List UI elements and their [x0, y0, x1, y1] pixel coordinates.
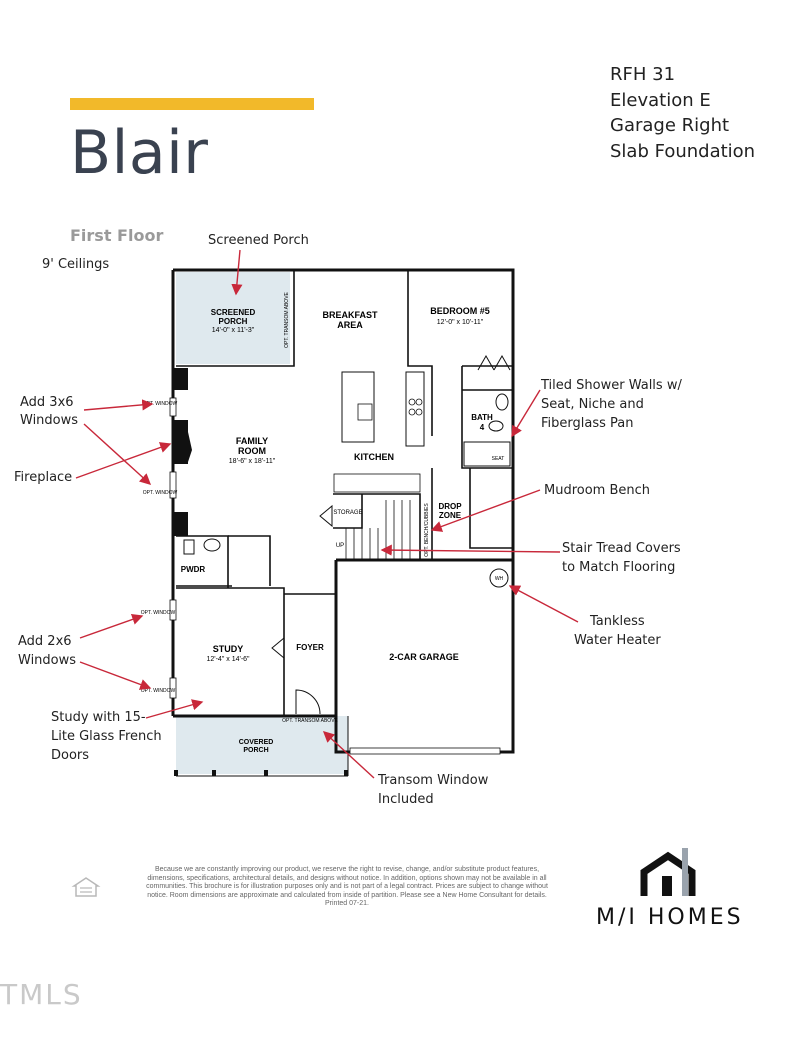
interior-walls: [176, 270, 513, 717]
callout-mudroom: Mudroom Bench: [544, 483, 651, 498]
study-french-doors: [271, 637, 285, 659]
brand-name: M/I HOMES: [596, 905, 744, 930]
cooktop-burner-2: [415, 398, 423, 406]
room-label-garage: 2-CAR GARAGE: [389, 652, 459, 662]
callout-shower-line3: Fiberglass Pan: [541, 416, 634, 431]
cooktop-burner-4: [415, 408, 423, 416]
room-label-drop-zone-2: ZONE: [439, 511, 462, 520]
room-label-breakfast-1: BREAKFAST: [322, 310, 378, 320]
bedroom-closet-doors: [477, 354, 511, 371]
garage-door: [349, 747, 501, 755]
callout-study-line2: Lite Glass French: [51, 729, 162, 744]
mls-watermark: TMLS: [0, 978, 83, 1011]
cooktop-burner-3: [408, 408, 416, 416]
pwdr-sink: [183, 539, 195, 555]
opt-window-4: [169, 677, 177, 699]
spec-line-3: Garage Right: [610, 115, 730, 136]
callout-stair-line1: Stair Tread Covers: [562, 541, 681, 556]
room-label-screened-porch-1: SCREENED: [211, 308, 256, 317]
room-label-kitchen: KITCHEN: [354, 452, 394, 462]
cooktop-burner-1: [408, 398, 416, 406]
opt-transom-label-front: OPT. TRANSOM ABOVE: [282, 718, 338, 724]
bath4-toilet: [488, 420, 504, 432]
spec-line-4: Slab Foundation: [610, 141, 756, 162]
stair-up-label: UP: [336, 543, 344, 549]
stair-treads: [345, 500, 411, 560]
opt-window-2: [169, 471, 177, 499]
fireplace-icon: [188, 432, 192, 462]
wall-pier-bottom: [174, 512, 188, 536]
opt-window-label-4: OPT. WINDOW: [141, 688, 176, 694]
callout-add-3x6-line2: Windows: [20, 413, 79, 428]
opt-window-1: [169, 397, 177, 417]
callout-add-3x6-line1: Add 3x6: [20, 395, 74, 410]
spec-line-2: Elevation E: [610, 90, 711, 111]
kitchen-counter: [405, 371, 425, 447]
room-label-family-1: FAMILY: [236, 436, 268, 446]
room-label-drop-zone-1: DROP: [438, 502, 462, 511]
floor-label: First Floor: [70, 226, 164, 245]
accent-bar: [70, 98, 314, 110]
bath4-sink: [495, 393, 509, 411]
callout-arrows: [75, 249, 579, 779]
porch-posts: [174, 770, 348, 776]
water-heater-label: WH: [495, 576, 504, 582]
callout-add-2x6-line2: Windows: [18, 653, 77, 668]
room-label-seat: SEAT: [492, 456, 505, 462]
spec-line-1: RFH 31: [610, 64, 676, 85]
callout-water-heater-line2: Water Heater: [574, 633, 661, 648]
callout-water-heater-line1: Tankless: [590, 614, 645, 629]
room-dims-screened-porch: 14'-0" x 11'-3": [212, 327, 255, 334]
pwdr-toilet: [203, 538, 221, 552]
room-label-breakfast-2: AREA: [337, 320, 363, 330]
storage-door: [319, 504, 333, 528]
room-label-pwdr: PWDR: [181, 565, 206, 574]
room-label-study: STUDY: [213, 644, 244, 654]
legal-disclaimer: Because we are constantly improving our …: [146, 866, 548, 907]
callout-transom-line1: Transom Window: [378, 773, 489, 788]
room-label-screened-porch-2: PORCH: [219, 317, 248, 326]
callout-shower-line1: Tiled Shower Walls w/: [541, 378, 682, 393]
room-label-bedroom5: BEDROOM #5: [430, 306, 490, 316]
kitchen-back-counter: [333, 473, 421, 493]
front-door-swing: [295, 689, 321, 715]
kitchen-sink: [357, 403, 373, 421]
opt-window-3: [169, 599, 177, 621]
opt-transom-label-porch: OPT. TRANSOM ABOVE: [284, 291, 290, 347]
callout-shower-line2: Seat, Niche and: [541, 397, 644, 412]
callout-study-line3: Doors: [51, 748, 90, 763]
room-dims-study: 12'-4" x 14'-6": [206, 656, 250, 663]
opt-window-label-2: OPT. WINDOW: [143, 490, 178, 496]
equal-housing-icon: [71, 877, 101, 897]
covered-porch-fill: [176, 716, 348, 774]
callout-transom-line2: Included: [378, 792, 434, 807]
opt-window-label-1: OPT. WINDOW: [143, 401, 178, 407]
wall-pier-fireplace: [174, 420, 188, 464]
room-label-covered-porch-2: PORCH: [243, 747, 268, 754]
room-label-storage: STORAGE: [333, 510, 362, 516]
ceiling-note: 9' Ceilings: [42, 257, 110, 272]
callout-fireplace: Fireplace: [14, 470, 73, 485]
kitchen-island: [341, 371, 375, 443]
room-label-covered-porch-1: COVERED: [239, 739, 274, 746]
plan-title: Blair: [70, 118, 209, 188]
callout-screened-porch: Screened Porch: [208, 233, 309, 248]
callout-add-2x6-line1: Add 2x6: [18, 634, 72, 649]
opt-window-label-3: OPT. WINDOW: [141, 610, 176, 616]
opt-bench-label: OPT. BENCH/CUBBIES: [424, 503, 430, 557]
room-label-bath4-1: BATH: [471, 413, 493, 422]
room-dims-bedroom5: 12'-0" x 10'-11": [437, 319, 484, 326]
water-heater-icon: [489, 568, 509, 588]
room-label-family-2: ROOM: [238, 446, 266, 456]
callout-stair-line2: to Match Flooring: [562, 560, 676, 575]
wall-pier-top: [174, 368, 188, 390]
room-label-foyer: FOYER: [296, 643, 324, 652]
callout-study-line1: Study with 15-: [51, 710, 146, 725]
bath4-shower: [463, 441, 511, 467]
mi-homes-logo-icon: [640, 848, 696, 896]
room-label-bath4-2: 4: [480, 423, 485, 432]
room-dims-family: 18'-6" x 18'-11": [229, 458, 276, 465]
